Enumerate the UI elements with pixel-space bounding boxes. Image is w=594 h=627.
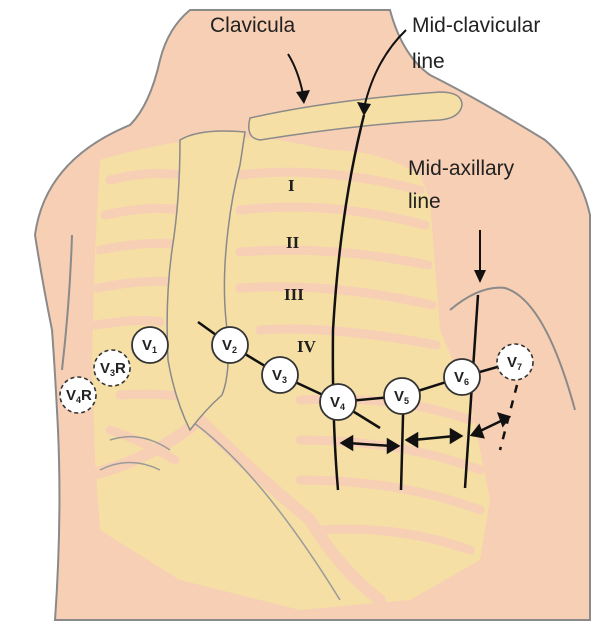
rib-label-4: IV — [297, 337, 317, 356]
electrode-v4r: V4R — [60, 377, 96, 413]
electrode-v3r: V3R — [94, 350, 130, 386]
label-clavicula: Clavicula — [210, 14, 296, 37]
rib-label-3: III — [284, 285, 304, 304]
electrode-v5: V5 — [384, 378, 420, 414]
label-mid-clavicular-2: line — [412, 50, 445, 73]
label-mid-axillary-1: Mid-axillary — [408, 157, 515, 180]
electrode-v1: V1 — [132, 327, 168, 363]
electrode-v4: V4 — [320, 384, 356, 420]
electrode-v6: V6 — [444, 359, 480, 395]
electrode-v2: V2 — [212, 327, 248, 363]
label-mid-clavicular-1: Mid-clavicular — [412, 14, 540, 37]
label-mid-axillary-2: line — [408, 190, 441, 213]
electrode-v7: V7 — [497, 344, 533, 380]
rib-label-2: II — [286, 233, 300, 252]
electrode-v3: V3 — [262, 357, 298, 393]
rib-label-1: I — [288, 176, 295, 195]
